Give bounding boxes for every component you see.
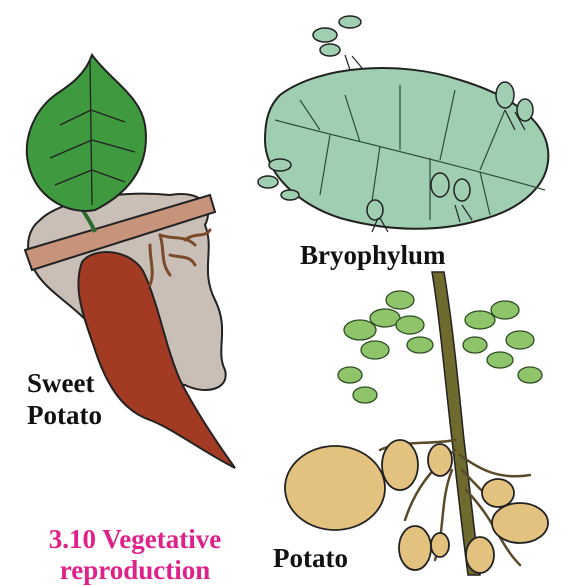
potato-tuber (431, 533, 449, 557)
sweet-potato-label-line1: Sweet (27, 367, 102, 399)
potato-tuber (382, 440, 418, 490)
figure-caption-line1: 3.10 Vegetative (20, 524, 250, 555)
figure-caption: 3.10 Vegetative reproduction (20, 524, 250, 586)
sweet-potato-label-line2: Potato (27, 399, 102, 431)
potato-tuber (466, 537, 494, 573)
figure-caption-line2: reproduction (20, 555, 250, 586)
potato-tuber (482, 479, 514, 507)
potato-tuber (285, 446, 385, 530)
potato-tuber (492, 503, 548, 543)
potato-label: Potato (273, 543, 348, 574)
sweet-potato-label: Sweet Potato (27, 367, 102, 432)
potato-tuber (428, 444, 452, 476)
potato-tuber (399, 526, 431, 570)
